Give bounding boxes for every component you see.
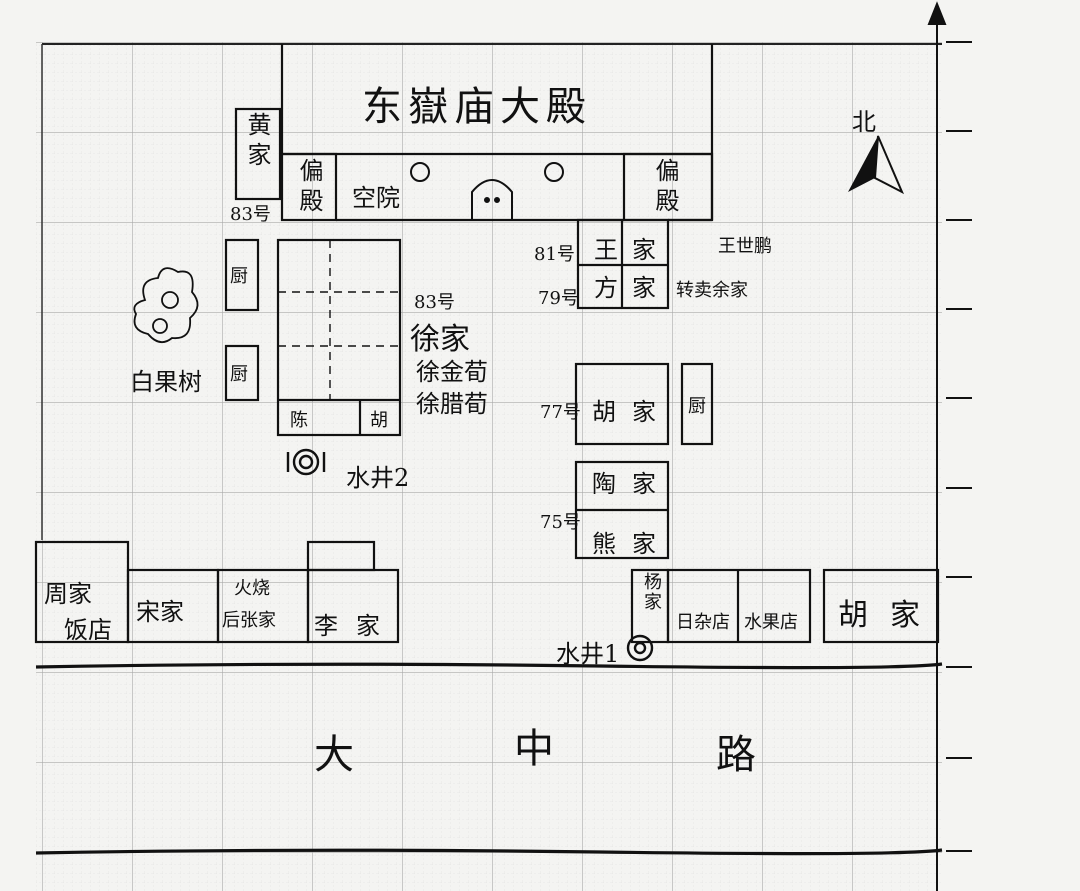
main-hall-label: 东嶽庙大殿 <box>362 84 592 130</box>
xu-courtyard <box>224 238 402 437</box>
grid <box>36 42 942 891</box>
houzhang-family-label: 后张家 <box>222 610 276 631</box>
right-houses <box>574 218 714 560</box>
kitchen-top-label: 厨 <box>230 266 248 287</box>
no-79-label: 79号 <box>538 288 579 309</box>
road-edges <box>35 662 943 856</box>
road-label-1: 大 <box>314 732 354 778</box>
well-2-label: 水井2 <box>346 464 410 492</box>
temple-ornaments <box>410 162 564 220</box>
courtyard-label: 空院 <box>352 184 400 212</box>
no-77-label: 77号 <box>540 402 581 423</box>
xu-laxun-label: 徐腊荀 <box>416 390 488 418</box>
no-81-label: 81号 <box>534 244 575 265</box>
chen-cell-label: 陈 <box>290 410 308 431</box>
hu-cell-label: 胡 <box>370 410 388 431</box>
side-hall-right-label: 偏殿 <box>651 158 679 218</box>
ginkgo-tree-label: 白果树 <box>130 368 202 396</box>
hu-family-mid-label: 胡家 <box>592 398 672 426</box>
ginkgo-tree-icon <box>133 267 199 344</box>
xu-inner-walls <box>278 240 400 400</box>
after-note-label: 转卖余家 <box>676 280 748 301</box>
xiong-family-label: 熊家 <box>592 530 672 558</box>
hu-family-right-label: 胡家 <box>838 598 942 633</box>
well-2-icon <box>286 448 326 476</box>
road-label-3: 路 <box>716 732 756 778</box>
kitchen-bottom-label: 厨 <box>230 364 248 385</box>
tao-family-label: 陶家 <box>592 470 672 498</box>
storefronts <box>34 540 940 644</box>
north-arrow-icon <box>848 135 905 195</box>
vertical-axis <box>927 1 972 891</box>
song-family-label: 宋家 <box>136 598 184 626</box>
xu-family-label: 徐家 <box>410 322 470 357</box>
kitchen-right-label: 厨 <box>688 396 706 417</box>
fruit-shop-label: 水果店 <box>744 612 798 633</box>
no-75-label: 75号 <box>540 512 581 533</box>
north-label: 北 <box>852 108 876 136</box>
wang-shipeng-label: 王世鹏 <box>718 236 772 257</box>
road-label-2: 中 <box>514 726 554 772</box>
wang-family-label: 王家 <box>594 236 670 264</box>
side-hall-left-label: 偏殿 <box>295 158 323 218</box>
xu-jinxun-label: 徐金荀 <box>416 358 488 386</box>
grocery-label: 日杂店 <box>676 612 730 633</box>
fang-family-label: 方家 <box>594 274 670 302</box>
huoshao-label: 火烧 <box>234 578 270 599</box>
yang-family-label: 杨家 <box>641 572 662 612</box>
no-83-left-label: 83号 <box>230 204 271 225</box>
huang-family-label: 黄家 <box>243 112 271 172</box>
well-1-label: 水井1 <box>556 640 620 668</box>
restaurant-label: 饭店 <box>64 616 112 644</box>
zhou-family-label: 周家 <box>44 580 92 608</box>
li-family-label: 李家 <box>314 612 398 640</box>
no-83-label: 83号 <box>414 292 455 313</box>
